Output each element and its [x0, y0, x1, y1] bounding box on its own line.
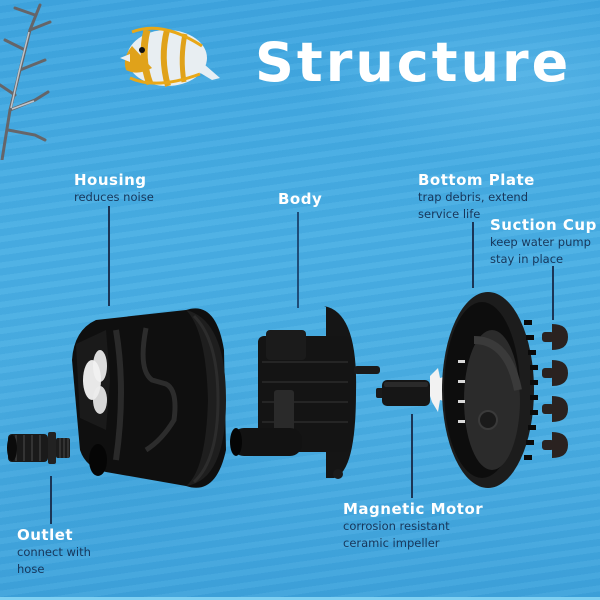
- bottom-plate-label: Bottom Plate trap debris, extend service…: [418, 171, 535, 223]
- bottom-edge-strip: [0, 597, 600, 600]
- suction-cup-heading: Suction Cup: [490, 216, 597, 234]
- outlet-description-2: hose: [17, 562, 45, 576]
- bottom-plate-leader-line: [472, 222, 474, 288]
- page-title: Structure: [255, 31, 572, 94]
- housing-heading: Housing: [74, 171, 147, 189]
- suction-cup-label: Suction Cup keep water pump stay in plac…: [490, 216, 597, 268]
- magnetic-motor-description-1: corrosion resistant: [343, 519, 450, 533]
- housing-label: Housing reduces noise: [74, 171, 154, 206]
- magnetic-motor-part: [376, 368, 460, 412]
- outlet-description-1: connect with: [17, 545, 91, 559]
- suction-cup-description-1: keep water pump: [490, 235, 591, 249]
- magnetic-motor-heading: Magnetic Motor: [343, 500, 484, 518]
- housing-description: reduces noise: [74, 190, 154, 204]
- outlet-leader-line: [50, 476, 52, 524]
- body-heading: Body: [278, 190, 323, 208]
- outlet-heading: Outlet: [17, 526, 74, 544]
- suction-cups: [540, 320, 570, 464]
- suction-cup-description-2: stay in place: [490, 252, 564, 266]
- suction-cup-leader-line: [552, 266, 554, 320]
- bottom-plate-description-2: service life: [418, 207, 481, 221]
- body-leader-line: [297, 212, 299, 308]
- housing-part: [72, 308, 226, 488]
- housing-leader-line: [108, 206, 110, 306]
- butterflyfish-decoration: [120, 26, 220, 87]
- bottom-plate-part: [442, 292, 538, 488]
- body-label: Body: [278, 190, 322, 208]
- bottom-plate-description-1: trap debris, extend: [418, 190, 528, 204]
- body-part: [230, 306, 380, 479]
- coral-decoration: [0, 3, 52, 160]
- magnetic-motor-leader-line: [411, 414, 413, 498]
- suction-cup-icons: [542, 324, 568, 458]
- magnetic-motor-label: Magnetic Motor corrosion resistant ceram…: [343, 500, 483, 552]
- outlet-part: [7, 432, 70, 464]
- bottom-plate-heading: Bottom Plate: [418, 171, 535, 189]
- outlet-label: Outlet connect with hose: [17, 526, 91, 578]
- magnetic-motor-description-2: ceramic impeller: [343, 536, 440, 550]
